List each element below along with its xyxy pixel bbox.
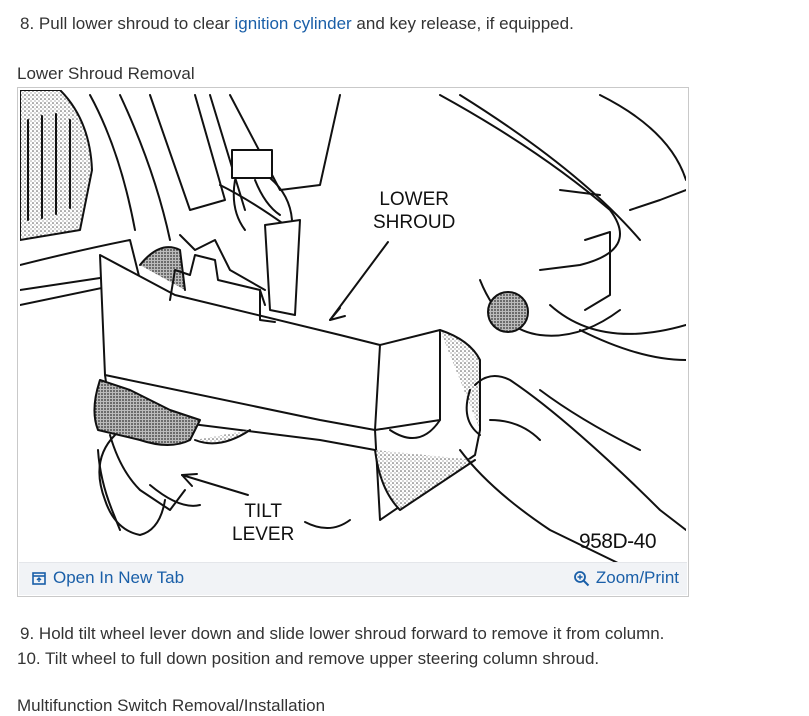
lower-shroud-illustration [20,90,686,564]
next-section-heading: Multifunction Switch Removal/Installatio… [17,696,326,715]
step-9-number: 9. [20,624,35,643]
lower-shroud-callout: LOWER SHROUD [373,188,455,234]
lower-shroud-callout-line2: SHROUD [373,212,456,233]
figure-caption: Lower Shroud Removal [17,64,195,83]
tilt-lever-callout-line2: LEVER [232,524,295,545]
step-8-text-before: Pull lower shroud to clear [34,14,235,33]
figure-container: LOWER SHROUD TILT LEVER 958D-40 Open In … [17,87,689,597]
step-8-text-after: and key release, if equipped. [351,14,574,33]
step-10-text: Tilt wheel to full down position and rem… [40,649,600,668]
zoom-print-button[interactable]: Zoom/Print [573,568,679,588]
step-9-text: Hold tilt wheel lever down and slide low… [34,624,665,643]
zoom-print-label: Zoom/Print [595,568,679,587]
lower-shroud-callout-line1: LOWER [379,189,450,210]
step-8-number: 8. [20,14,35,33]
step-9: 9. Hold tilt wheel lever down and slide … [20,624,664,644]
figure-id-label: 958D-40 [578,530,657,553]
step-8: 8. Pull lower shroud to clear ignition c… [20,14,574,34]
step-10: 10. Tilt wheel to full down position and… [17,649,599,669]
open-in-new-tab-button[interactable]: Open In New Tab [32,568,184,588]
ignition-cylinder-link[interactable]: ignition cylinder [234,14,352,33]
open-in-new-tab-icon [32,571,47,586]
figure-footer: Open In New Tab Zoom/Print [19,562,687,595]
step-10-number: 10. [17,649,41,668]
tilt-lever-callout-line1: TILT [244,501,282,522]
zoom-magnifier-icon [573,570,590,587]
open-in-new-tab-label: Open In New Tab [53,568,185,587]
tilt-lever-callout: TILT LEVER [232,500,294,546]
